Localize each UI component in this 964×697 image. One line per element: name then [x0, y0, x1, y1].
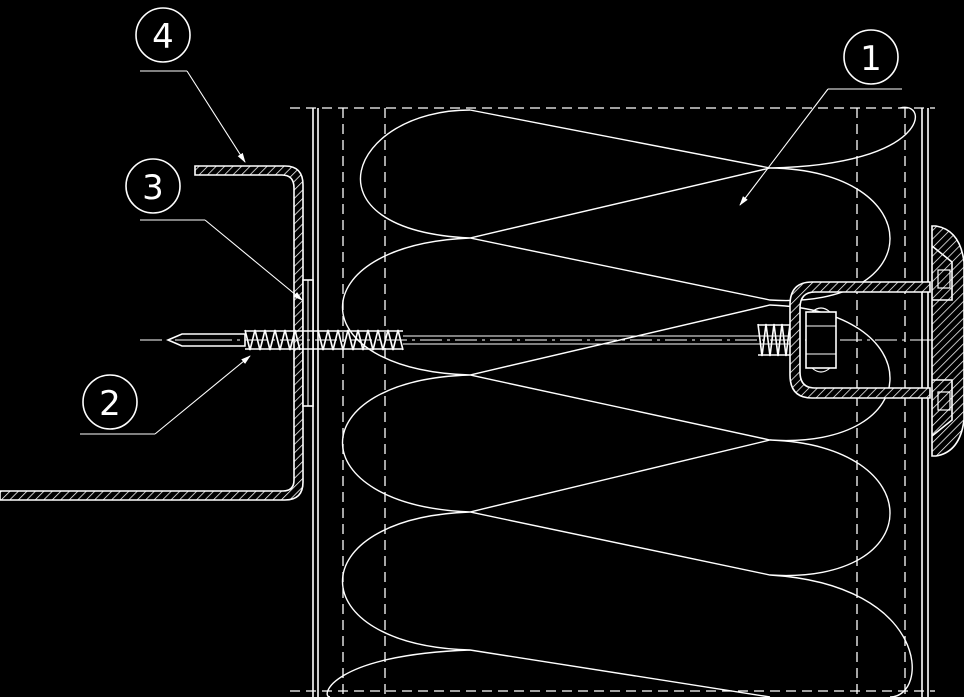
- callout-3-number: 3: [142, 168, 164, 208]
- callout-4-circle: [135, 7, 191, 63]
- insulation-dowel: [789, 225, 964, 457]
- nut: [805, 311, 837, 369]
- callout-2: 2: [80, 355, 251, 435]
- callout-4-number: 4: [152, 17, 174, 57]
- insulation-layer: [290, 106, 935, 697]
- bracket-profile: [0, 165, 304, 501]
- callout-3-leader: [204, 219, 303, 301]
- mineral-wool-pattern: [326, 106, 917, 697]
- callout-1-number: 1: [860, 39, 882, 79]
- callout-2-leader: [154, 355, 251, 435]
- callout-4-leader: [186, 70, 246, 163]
- callout-2-number: 2: [99, 384, 121, 424]
- callout-1: 1: [739, 29, 902, 206]
- callout-1-circle: [843, 29, 899, 85]
- rod-thread: [757, 323, 795, 357]
- callout-4: 4: [135, 7, 246, 163]
- dowel-cup: [789, 281, 931, 399]
- callout-1-leader: [739, 88, 829, 206]
- bracket-section: [0, 165, 304, 501]
- anchor-rod: [403, 323, 795, 357]
- retaining-plate: [931, 225, 964, 457]
- callout-3: 3: [125, 158, 303, 301]
- callout-3-circle: [125, 158, 181, 214]
- callout-2-circle: [82, 374, 138, 430]
